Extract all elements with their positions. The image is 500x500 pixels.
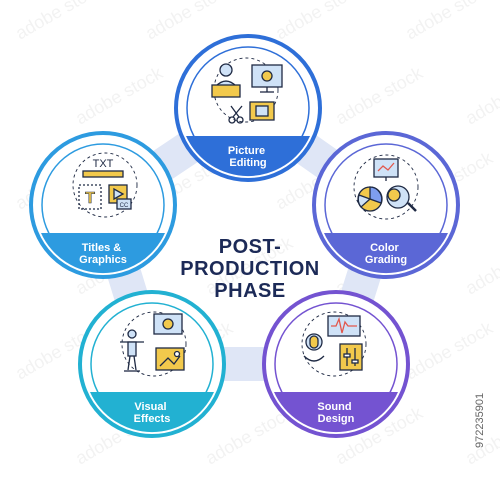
svg-text:Sound Design: Sound Design [317,401,354,425]
stage-label-line-1: Picture [228,145,265,157]
stage-picture-editing: Picture Editing [174,34,322,182]
stage-label-band [324,233,448,274]
cc-glyph: CC [120,203,129,209]
center-title-line-3: PHASE [214,280,286,302]
stage-label-line-1: Visual [134,401,166,413]
stage-titles-graphics: Titles & Graphics TXT T CC [29,131,177,279]
stage-label-line-2: Effects [134,413,171,425]
color-grading-icon [353,154,419,220]
stage-label-line-1: Titles & [82,242,122,254]
visual-effects-icon [120,311,187,377]
stage-label-line-2: Design [318,413,355,425]
stock-id: 972235901 [474,392,486,448]
stage-label-band [186,136,310,177]
stage-label-line-1: Color [370,242,399,254]
txt-glyph: TXT [93,158,114,170]
svg-text:Visual Effects: Visual Effects [134,401,171,425]
stage-label-band [41,233,165,274]
picture-editing-icon [211,57,283,124]
stage-label-band [90,392,214,433]
stage-color-grading: Color Grading [312,131,460,279]
svg-text:Titles & Graphics: Titles & Graphics [79,242,127,266]
stage-label-band [274,392,398,433]
stage-label-line-1: Sound [317,401,351,413]
t-glyph: T [85,190,95,207]
svg-text:Picture Editing: Picture Editing [228,145,268,169]
stage-sound-design: Sound Design [262,290,410,438]
center-title-line-2: PRODUCTION [180,258,320,280]
center-title-line-1: POST- [218,236,282,258]
sound-design-icon [301,311,367,377]
stage-visual-effects: Visual Effects [78,290,226,438]
stage-label-line-2: Grading [365,254,407,266]
stage-label-line-2: Editing [229,157,266,169]
center-title: POST- PRODUCTION PHASE [175,236,325,302]
titles-graphics-icon: TXT T CC [72,152,138,218]
stage-label-line-2: Graphics [79,254,127,266]
svg-text:Color Grading: Color Grading [365,242,407,266]
